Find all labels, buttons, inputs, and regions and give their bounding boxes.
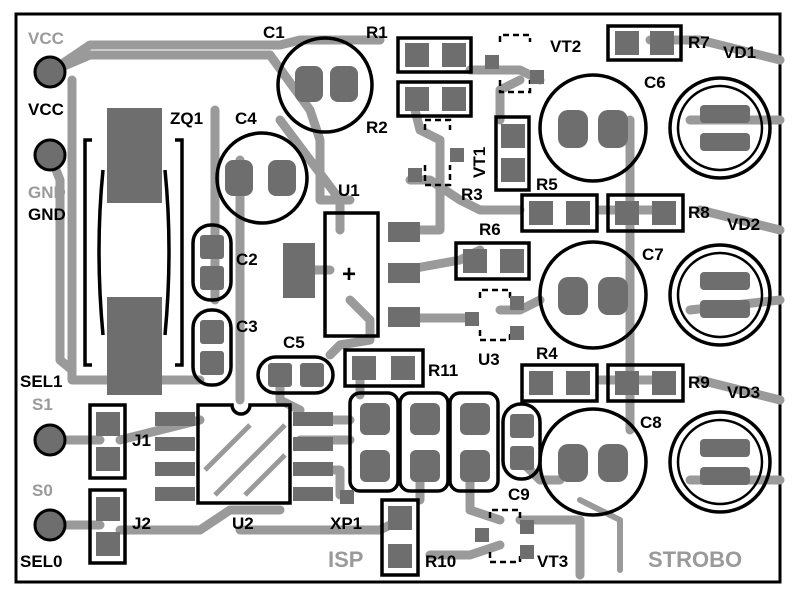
label-r11: R11 <box>428 361 458 380</box>
label-s0: S0 <box>32 481 53 500</box>
vd1-led <box>668 76 772 180</box>
label-u3: U3 <box>478 350 500 369</box>
label-r7: R7 <box>688 33 710 52</box>
r10-resistor <box>380 498 420 577</box>
label-s1: S1 <box>32 395 53 414</box>
s0-pad[interactable] <box>33 508 67 542</box>
r8-resistor <box>606 193 685 233</box>
label-r3: R3 <box>461 185 483 204</box>
vd2-led <box>668 243 772 347</box>
label-vt2: VT2 <box>550 37 581 56</box>
jumper-blocks <box>340 391 500 504</box>
r7-resistor <box>606 24 683 62</box>
c7-capacitor <box>538 240 648 350</box>
silkscreen-labels: VCC VCC GND GND SEL1 S1 S0 SEL0 C1 R1 VT… <box>20 23 760 572</box>
label-vd1: VD1 <box>723 43 756 62</box>
label-c9: C9 <box>508 485 530 504</box>
label-c2: C2 <box>236 250 258 269</box>
label-u2: U2 <box>232 514 254 533</box>
label-r1: R1 <box>366 23 388 42</box>
c9-capacitor <box>501 402 542 481</box>
u1-regulator <box>323 211 420 338</box>
label-r4: R4 <box>536 344 558 363</box>
c6-capacitor <box>538 73 648 183</box>
r5-resistor <box>520 193 599 233</box>
r11-resistor <box>343 348 425 388</box>
label-c4: C4 <box>235 109 257 128</box>
vd3-led <box>668 410 772 514</box>
r3-transistor-outline <box>408 118 464 187</box>
u2-ic <box>155 403 333 505</box>
j1-jumper <box>88 403 127 480</box>
label-vt1: VT1 <box>470 147 489 178</box>
label-vt3: VT3 <box>537 552 568 571</box>
label-r8: R8 <box>688 203 710 222</box>
label-sel0: SEL0 <box>20 552 63 571</box>
vt2-transistor <box>485 33 544 94</box>
label-c7: C7 <box>642 245 664 264</box>
label-r9: R9 <box>688 373 710 392</box>
c2-capacitor <box>191 223 233 302</box>
label-gnd-top: GND <box>28 183 66 202</box>
diode-pad <box>283 243 315 298</box>
label-vd2: VD2 <box>727 215 760 234</box>
label-vcc-bottom: VCC <box>28 100 64 119</box>
label-sel1: SEL1 <box>20 372 63 391</box>
vt1-transistor <box>494 115 531 192</box>
r2-resistor <box>396 80 473 118</box>
label-c6: C6 <box>644 73 666 92</box>
j2-jumper <box>88 488 127 565</box>
r4-resistor <box>520 363 599 403</box>
r6-resistor <box>454 241 531 281</box>
polarity-plus-mark: + <box>342 261 356 288</box>
vt3-transistor <box>475 508 534 564</box>
label-c1: C1 <box>263 23 285 42</box>
label-r5: R5 <box>536 175 558 194</box>
u3-transistor <box>465 288 524 342</box>
board-title: STROBO <box>648 547 742 572</box>
vcc-pad[interactable] <box>33 55 67 89</box>
label-r6: R6 <box>479 220 501 239</box>
label-r2: R2 <box>366 118 388 137</box>
c1-capacitor <box>276 36 374 134</box>
r9-resistor <box>606 363 685 403</box>
label-u1: U1 <box>338 181 360 200</box>
label-vd3: VD3 <box>727 383 760 402</box>
label-c3: C3 <box>236 317 258 336</box>
label-c5: C5 <box>283 333 305 352</box>
label-vcc-top: VCC <box>28 29 64 48</box>
power-connectors <box>33 55 67 542</box>
label-c8: C8 <box>640 413 662 432</box>
s1-pad[interactable] <box>33 423 67 457</box>
c8-capacitor <box>538 407 648 517</box>
label-zq1: ZQ1 <box>170 109 203 128</box>
label-gnd-bottom: GND <box>28 205 66 224</box>
label-xp1: XP1 <box>330 514 362 533</box>
c4-capacitor <box>215 131 309 225</box>
label-isp: ISP <box>328 547 363 572</box>
label-r10: R10 <box>425 552 456 571</box>
label-j2: J2 <box>132 514 151 533</box>
c5-capacitor <box>256 355 335 395</box>
zq1-crystal <box>83 108 184 395</box>
r1-resistor <box>396 36 473 74</box>
gnd-pad[interactable] <box>33 138 67 172</box>
label-j1: J1 <box>132 431 151 450</box>
c3-capacitor <box>191 308 233 387</box>
